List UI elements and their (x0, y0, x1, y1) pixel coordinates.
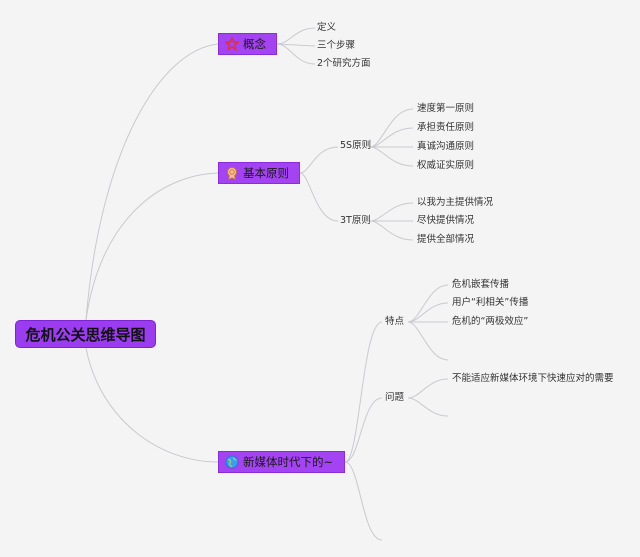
connector (85, 347, 219, 463)
connector (407, 378, 449, 399)
branch-label: 概念 (243, 37, 266, 51)
connector (407, 321, 449, 361)
connector (344, 321, 383, 463)
branch-label: 基本原则 (243, 166, 289, 180)
sub-node-3t[interactable]: 3T原则 (340, 215, 371, 226)
leaf-node[interactable]: 不能适应新媒体环境下快速应对的需要 (452, 373, 614, 384)
medal-icon (225, 166, 239, 181)
connector (299, 172, 339, 222)
branch-principles[interactable]: 基本原则 (218, 162, 300, 184)
connector (299, 146, 339, 174)
connector (85, 172, 219, 321)
connector (369, 220, 414, 241)
connector (344, 461, 383, 541)
root-label: 危机公关思维导图 (25, 325, 146, 344)
leaf-node[interactable]: 权威证实原则 (417, 160, 475, 171)
leaf-node[interactable]: 提供全部情况 (417, 234, 475, 245)
globe-icon (225, 455, 239, 469)
leaf-node[interactable]: 速度第一原则 (417, 103, 475, 114)
leaf-node[interactable]: 2个研究方面 (317, 58, 371, 69)
leaf-node[interactable]: 三个步骤 (317, 40, 356, 51)
sub-node-features[interactable]: 特点 (385, 316, 405, 327)
connector (85, 43, 219, 321)
connector (369, 202, 414, 222)
leaf-node[interactable]: 真诚沟通原则 (417, 141, 475, 152)
leaf-node[interactable]: 用户“利相关”传播 (452, 297, 529, 308)
leaf-node[interactable]: 危机的“两极效应” (452, 316, 529, 327)
connector (276, 27, 316, 45)
leaf-node[interactable]: 定义 (317, 22, 337, 33)
connector (407, 397, 449, 417)
branch-concept[interactable]: 概念 (218, 33, 277, 55)
connector (369, 127, 414, 148)
connector (407, 302, 449, 323)
leaf-node[interactable]: 承担责任原则 (417, 122, 475, 133)
connector (276, 43, 316, 47)
star-icon (223, 36, 241, 52)
leaf-node[interactable]: 尽快提供情况 (417, 215, 475, 226)
connector (276, 43, 316, 65)
branch-new-media[interactable]: 新媒体时代下的~ (218, 451, 345, 473)
sub-node-5s[interactable]: 5S原则 (340, 140, 372, 151)
leaf-node[interactable]: 以我为主提供情况 (417, 197, 494, 208)
connector (369, 146, 414, 167)
connector (369, 108, 414, 148)
connector (344, 397, 383, 463)
root-node[interactable]: 危机公关思维导图 (15, 320, 156, 348)
leaf-node[interactable]: 危机嵌套传播 (452, 279, 510, 290)
sub-node-problems[interactable]: 问题 (385, 392, 405, 403)
branch-label: 新媒体时代下的~ (243, 455, 334, 469)
